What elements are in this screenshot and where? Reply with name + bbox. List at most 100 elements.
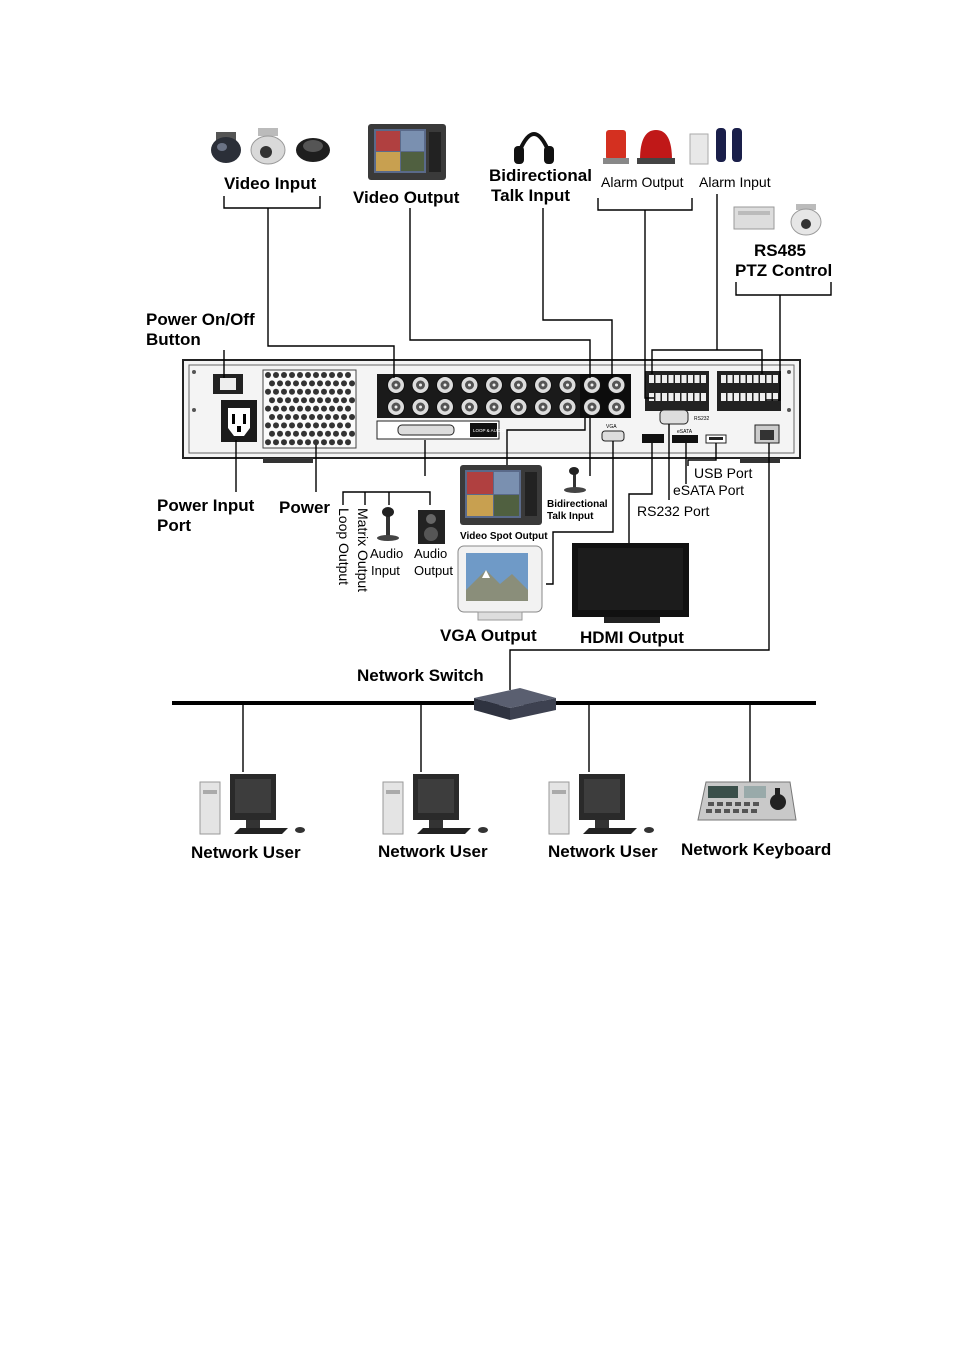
fan-hole — [321, 405, 327, 412]
fan-hole — [313, 388, 319, 395]
panel-vga-label: VGA — [606, 424, 617, 430]
fan-hole — [349, 380, 355, 387]
fan-hole — [337, 405, 343, 412]
fan-hole — [321, 422, 327, 429]
fan-hole — [317, 414, 323, 420]
alarm-output-icons — [603, 130, 675, 164]
fan-hole — [329, 405, 335, 412]
fan-hole — [297, 422, 303, 429]
label-bidir-small-line2: Talk Input — [547, 511, 594, 522]
fan-hole — [301, 414, 307, 420]
fan-hole — [273, 439, 279, 446]
terminal-pin — [655, 393, 661, 401]
fan-hole — [325, 397, 331, 404]
fan-hole — [321, 372, 327, 378]
bnc-connector-block — [377, 374, 631, 418]
connection-lines-top — [223, 194, 781, 401]
fan-hole — [345, 439, 351, 446]
label-rs485-line1: RS485 — [754, 241, 806, 260]
fan-hole — [313, 372, 319, 378]
label-video-output: Video Output — [353, 188, 460, 207]
label-power-input-line2: Port — [157, 516, 191, 535]
fan-hole — [285, 430, 291, 437]
video-spot-monitor-icon — [460, 465, 542, 525]
terminal-pin — [760, 375, 765, 383]
fan-hole — [285, 414, 291, 420]
terminal-pin — [721, 393, 726, 401]
fan-hole — [293, 430, 299, 437]
fan-hole — [313, 422, 319, 429]
power-switch-icon — [213, 374, 243, 394]
fan-hole — [269, 397, 275, 404]
motion-sensor-icon — [689, 133, 709, 165]
esata-port-icon: eSATA — [672, 429, 698, 443]
fan-hole — [329, 439, 335, 446]
fan-hole — [265, 422, 271, 429]
fan-hole — [349, 430, 355, 437]
fan-hole — [281, 372, 287, 378]
fan-hole — [269, 430, 275, 437]
label-matrix-output: Matrix Output — [355, 508, 371, 592]
panel-rs232-label: RS232 — [694, 416, 710, 422]
headphones-icon — [514, 132, 554, 164]
label-rs232-port: RS232 Port — [637, 503, 709, 519]
fan-hole — [349, 397, 355, 404]
fan-hole — [293, 414, 299, 420]
terminal-pin — [662, 393, 667, 401]
fan-hole — [289, 405, 295, 412]
fan-hole — [349, 414, 355, 420]
fan-hole — [337, 388, 343, 395]
power-socket-icon — [221, 400, 257, 442]
label-alarm-output: Alarm Output — [601, 174, 684, 190]
fan-hole — [281, 439, 287, 446]
label-alarm-input: Alarm Input — [699, 174, 771, 190]
label-loop-output: Loop Output — [336, 508, 352, 585]
terminal-pin — [681, 393, 687, 401]
ethernet-port-icon — [754, 424, 780, 444]
ptz-camera-icon — [790, 204, 822, 236]
rs232-port-icon: RS232 — [659, 409, 710, 425]
fan-hole — [313, 405, 319, 412]
fan-hole — [345, 372, 351, 378]
fan-hole — [325, 414, 331, 420]
fan-hole — [325, 430, 331, 437]
fan-hole — [345, 388, 351, 395]
fan-hole — [265, 439, 271, 446]
fan-hole — [281, 422, 287, 429]
label-bidir-talk-line2: Talk Input — [491, 186, 570, 205]
terminal-pin — [747, 375, 752, 383]
fan-hole — [341, 430, 347, 437]
label-rs485-line2: PTZ Control — [735, 261, 832, 280]
label-video-input: Video Input — [224, 174, 317, 193]
network-user-pc-icon — [199, 774, 305, 835]
bidir-microphone-icon — [564, 467, 586, 493]
terminal-pin — [721, 375, 726, 383]
label-hdmi-output: HDMI Output — [580, 628, 684, 647]
fan-hole — [337, 422, 343, 429]
fan-hole — [265, 405, 271, 412]
terminal-pin — [766, 393, 772, 401]
fan-hole — [265, 388, 271, 395]
label-power: Power — [279, 498, 330, 517]
network-keyboard-icon — [697, 781, 797, 821]
label-esata-port: eSATA Port — [673, 482, 744, 498]
fan-hole — [333, 380, 339, 387]
alarm-siren-icon — [603, 130, 629, 164]
fan-hole — [345, 422, 351, 429]
terminal-pin — [675, 393, 680, 401]
fan-hole — [269, 414, 275, 420]
terminal-pin — [747, 393, 752, 401]
fan-hole — [337, 372, 343, 378]
fan-hole — [337, 439, 343, 446]
fan-hole — [341, 397, 347, 404]
label-vga-output: VGA Output — [440, 626, 537, 645]
fan-hole — [329, 422, 335, 429]
fan-hole — [293, 380, 299, 387]
terminal-pin — [681, 375, 687, 383]
label-network-user-1: Network User — [191, 843, 301, 862]
fan-hole — [325, 380, 331, 387]
alarm-strobe-icon — [637, 130, 675, 164]
fan-hole — [285, 397, 291, 404]
dvr-rear-panel: LOOP & AUDIO VGA RS232 eSATA — [182, 359, 801, 463]
